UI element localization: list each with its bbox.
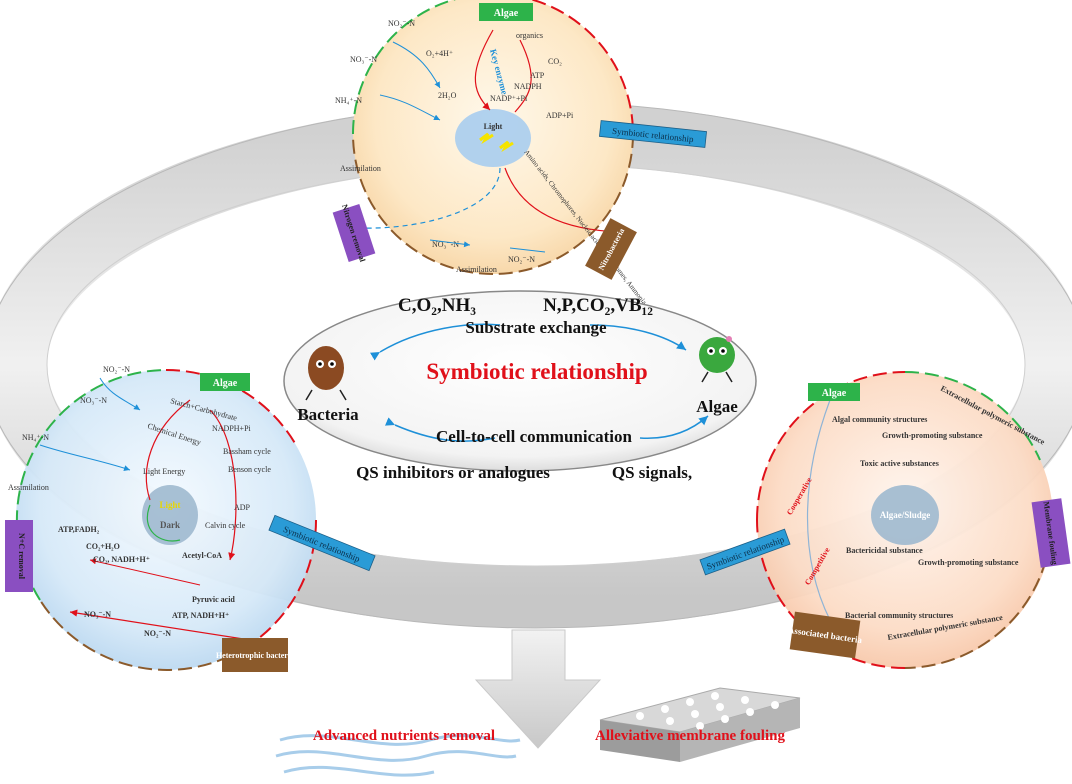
- adp-label: ADP+Pi: [546, 111, 574, 120]
- no2-left-label: NO₂⁻-N: [144, 629, 171, 638]
- light-dark-ellipse: [142, 485, 198, 545]
- growth-promoting-top-label: Growth-promoting substance: [882, 431, 983, 440]
- membrane-fouling-tag: Membrane fouling: [1031, 498, 1071, 568]
- lightning-icon: [499, 140, 514, 153]
- center-right-top-label: N,P,CO₂,VB₁₂: [543, 295, 653, 316]
- toxic-label: Toxic active substances: [860, 459, 939, 468]
- qs-signals-label: QS signals,: [612, 463, 692, 482]
- nitrogen-removal-tag: Nitrogen removal: [332, 203, 376, 264]
- algae-sludge-ellipse: [871, 485, 939, 545]
- bassham-cycle-label: Bassham cycle: [223, 447, 271, 456]
- algae-label: Algae: [696, 397, 738, 416]
- no3-top-label: NO₃⁻-N: [350, 55, 377, 64]
- atp-label: ATP: [530, 71, 545, 80]
- algae-icon: [699, 336, 735, 383]
- nh4-left-label: NH₄⁺-N: [22, 433, 49, 442]
- membrane-block: [599, 687, 801, 762]
- co2nadh-label: CO₂, NADH+H⁺: [93, 555, 150, 564]
- co2-label: CO₂: [548, 57, 562, 66]
- algae-tag-right: Algae: [808, 383, 860, 401]
- light-ellipse-top: [455, 109, 531, 167]
- light-energy-label: Light Energy: [143, 467, 185, 476]
- growth-promoting-bottom-label: Growth-promoting substance: [918, 558, 1019, 567]
- dark-label-left: Dark: [160, 520, 180, 530]
- center-title: Symbiotic relationship: [426, 359, 647, 384]
- qs-inhibitors-label: QS inhibitors or analogues: [356, 463, 550, 482]
- algae-tag-top: Algae: [479, 3, 533, 21]
- bacteria-label: Bacteria: [297, 405, 359, 424]
- bacterial-structures-label: Bacterial community structures: [845, 611, 953, 620]
- algal-structures-label: Algal community structures: [832, 415, 927, 424]
- h2o-label: 2H₂O: [438, 91, 457, 100]
- no2-left-top-label: NO₂⁻-N: [103, 365, 130, 374]
- light-label-top: Light: [484, 122, 503, 131]
- assimilation-left-label: Assimilation: [8, 483, 49, 492]
- acetyl-coa-label: Acetyl-CoA: [182, 551, 222, 560]
- svg-text:N+C removal: N+C removal: [17, 533, 26, 580]
- nadp-label: NADP⁺+Pi: [490, 94, 528, 103]
- atp-nadh-label: ATP, NADH+H⁺: [172, 611, 229, 620]
- calvin-cycle-label: Calvin cycle: [205, 521, 246, 530]
- no3-left-label: NO₃⁻-N: [84, 610, 111, 619]
- no2-top-label: NO₂⁻-N: [388, 19, 415, 28]
- svg-text:Heterotrophic bacteria: Heterotrophic bacteria: [216, 651, 294, 660]
- nc-removal-tag: N+C removal: [5, 520, 33, 592]
- center-panel: C,O₂,NH₃ N,P,CO₂,VB₁₂ Substrate exchange…: [283, 290, 757, 482]
- nh4-top-label: NH₄⁺-N: [335, 96, 362, 105]
- symbiotic-tag-top: Symbiotic relationship: [599, 120, 707, 148]
- adp-left-label: ADP: [234, 503, 251, 512]
- light-label-left: Light: [159, 500, 180, 510]
- bactericidal-label: Bactericidal substance: [846, 546, 923, 555]
- right-sphere: Algae/Sludge Algal community structures …: [699, 371, 1071, 669]
- algae-sludge-label: Algae/Sludge: [880, 510, 931, 520]
- associated-bacteria-tag: Associated bacteria: [787, 611, 863, 659]
- no3-left-top-label: NO₃⁻-N: [80, 396, 107, 405]
- outcome-membrane-label: Alleviative membrane fouling: [595, 728, 785, 744]
- outcome-nutrients-label: Advanced nutrients removal: [313, 728, 495, 744]
- organics-label: organics: [516, 31, 543, 40]
- assimilation-bottom-top-label: Assimilation: [456, 265, 497, 274]
- center-left-top-label: C,O₂,NH₃: [398, 295, 476, 316]
- nadph-label: NADPH: [514, 82, 542, 91]
- water-waves: [275, 734, 521, 777]
- no2-bottom-top-label: NO₂⁻-N: [508, 255, 535, 264]
- assimilation-top-label: Assimilation: [340, 164, 381, 173]
- o2-label: O₂+4H⁺: [426, 49, 453, 58]
- lightning-icon: [479, 132, 494, 145]
- heterotrophic-tag: Heterotrophic bacteria: [216, 638, 294, 672]
- benson-cycle-label: Benson cycle: [228, 465, 271, 474]
- co2h2o-label: CO₂+H₂O: [86, 542, 120, 551]
- bacteria-icon: [305, 346, 347, 401]
- pyruvic-label: Pyruvic acid: [192, 595, 235, 604]
- nadph-pi-label: NADPH+Pi: [212, 424, 252, 433]
- svg-text:Algae: Algae: [822, 388, 847, 399]
- atp-fadh-label: ATP,FADH₂: [58, 525, 100, 534]
- svg-text:Algae: Algae: [213, 378, 238, 389]
- substrate-exchange-label: Substrate exchange: [465, 318, 607, 337]
- algae-tag-left: Algae: [200, 373, 250, 391]
- left-sphere: Light Dark Starch+Carbohydrate Chemical …: [5, 365, 376, 672]
- down-arrow: [474, 629, 602, 749]
- svg-text:Algae: Algae: [494, 8, 519, 19]
- no3-bottom-top-label: NO₃⁻-N: [432, 240, 459, 249]
- cell-communication-label: Cell-to-cell communication: [436, 427, 632, 446]
